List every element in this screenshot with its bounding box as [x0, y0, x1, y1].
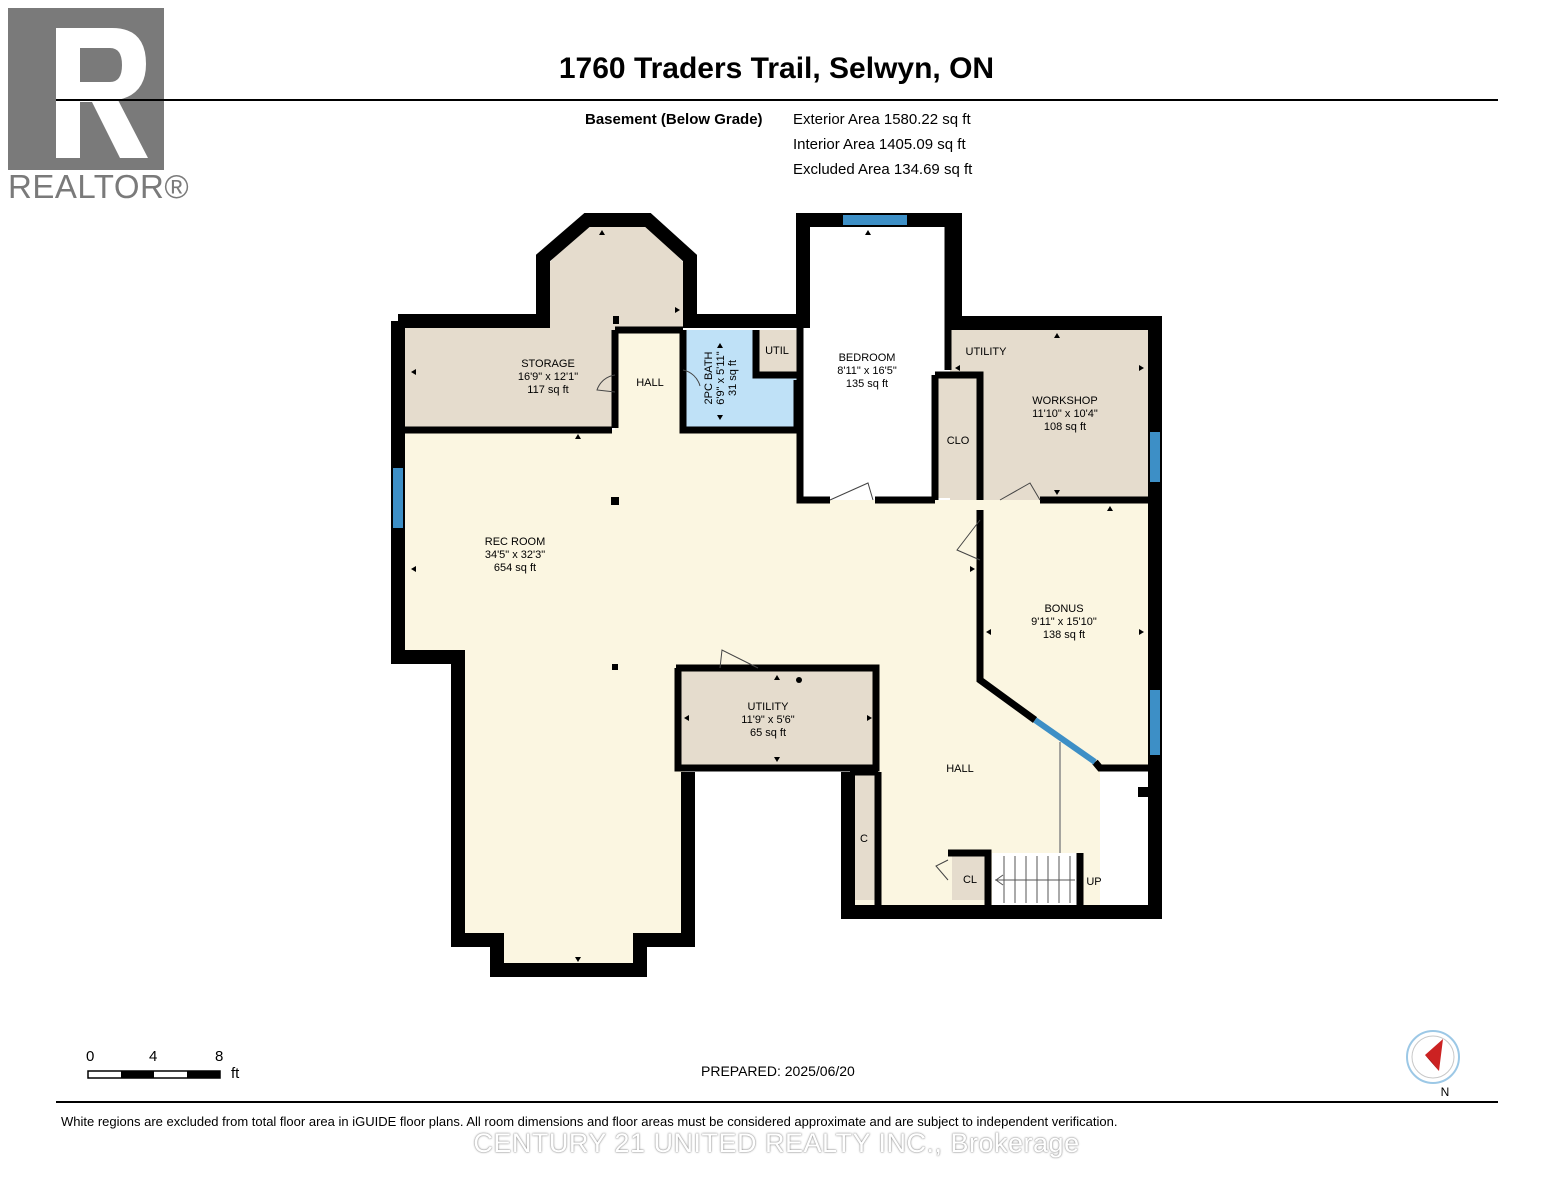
staircase	[995, 856, 1075, 903]
door-swings	[596, 369, 1041, 881]
cl-name: CL	[963, 874, 977, 886]
post	[796, 677, 802, 683]
scale-unit: ft	[231, 1065, 240, 1082]
dimension-arrows	[411, 230, 1144, 962]
scale-tick-4: 4	[149, 1048, 158, 1065]
workshop-name: WORKSHOP	[1032, 395, 1097, 407]
bedroom-dims: 8'11" x 16'5"	[837, 365, 897, 377]
bath-area: 31 sq ft	[727, 360, 739, 396]
disclaimer: White regions are excluded from total fl…	[61, 1114, 1118, 1129]
header-divider	[56, 99, 1498, 101]
scale-tick-0: 0	[86, 1048, 95, 1065]
rec-room-name: REC ROOM	[485, 536, 546, 548]
post	[611, 497, 619, 505]
bedroom-area: 135 sq ft	[846, 378, 888, 390]
bonus-dims: 9'11" x 15'10"	[1031, 616, 1097, 628]
bedroom-name: BEDROOM	[839, 352, 896, 364]
clo-name: CLO	[947, 435, 970, 447]
realtor-logo	[8, 8, 164, 170]
workshop-area: 108 sq ft	[1044, 421, 1086, 433]
window-diagonal	[1033, 717, 1097, 765]
post	[613, 316, 619, 324]
utility-top-name: UTILITY	[966, 346, 1008, 358]
room-fills	[405, 226, 1148, 965]
interior-area: Interior Area 1405.09 sq ft	[793, 136, 966, 153]
scale-bar	[87, 1070, 221, 1079]
up-name: UP	[1086, 876, 1101, 888]
exterior-area: Exterior Area 1580.22 sq ft	[793, 111, 971, 128]
interior-walls	[405, 226, 1150, 905]
storage-name: STORAGE	[521, 358, 575, 370]
storage-dims: 16'9" x 12'1"	[518, 371, 578, 383]
utility-name: UTILITY	[748, 701, 790, 713]
compass-icon: N	[1406, 1030, 1460, 1099]
hall-top-name: HALL	[636, 377, 664, 389]
level-label: Basement (Below Grade)	[585, 111, 763, 128]
workshop-dims: 11'10" x 10'4"	[1032, 408, 1098, 420]
post	[612, 664, 618, 670]
compass-label: N	[1441, 1085, 1450, 1099]
post	[1138, 787, 1148, 797]
rec-room-area: 654 sq ft	[494, 562, 536, 574]
page-title: 1760 Traders Trail, Selwyn, ON	[558, 52, 995, 85]
brokerage-watermark: CENTURY 21 UNITED REALTY INC., Brokerage	[473, 1128, 1080, 1158]
bath-dims: 6'9" x 5'11"	[715, 351, 727, 404]
bath-name: 2PC BATH	[703, 351, 715, 404]
rec-room-dims: 34'5" x 32'3"	[485, 549, 545, 561]
utility-dims: 11'9" x 5'6"	[741, 714, 794, 726]
prepared-date: PREPARED: 2025/06/20	[701, 1063, 855, 1079]
windows	[393, 215, 1160, 755]
footer-divider	[56, 1101, 1498, 1103]
bonus-name: BONUS	[1044, 603, 1083, 615]
storage-area: 117 sq ft	[527, 384, 568, 396]
realtor-logo-text: REALTOR®	[8, 168, 190, 205]
hall-bottom-name: HALL	[946, 763, 974, 775]
excluded-area: Excluded Area 134.69 sq ft	[793, 161, 973, 178]
util-name: UTIL	[765, 345, 789, 357]
utility-area: 65 sq ft	[750, 727, 786, 739]
c-name: C	[860, 833, 868, 845]
scale-tick-8: 8	[215, 1048, 224, 1065]
bonus-area: 138 sq ft	[1043, 629, 1085, 641]
